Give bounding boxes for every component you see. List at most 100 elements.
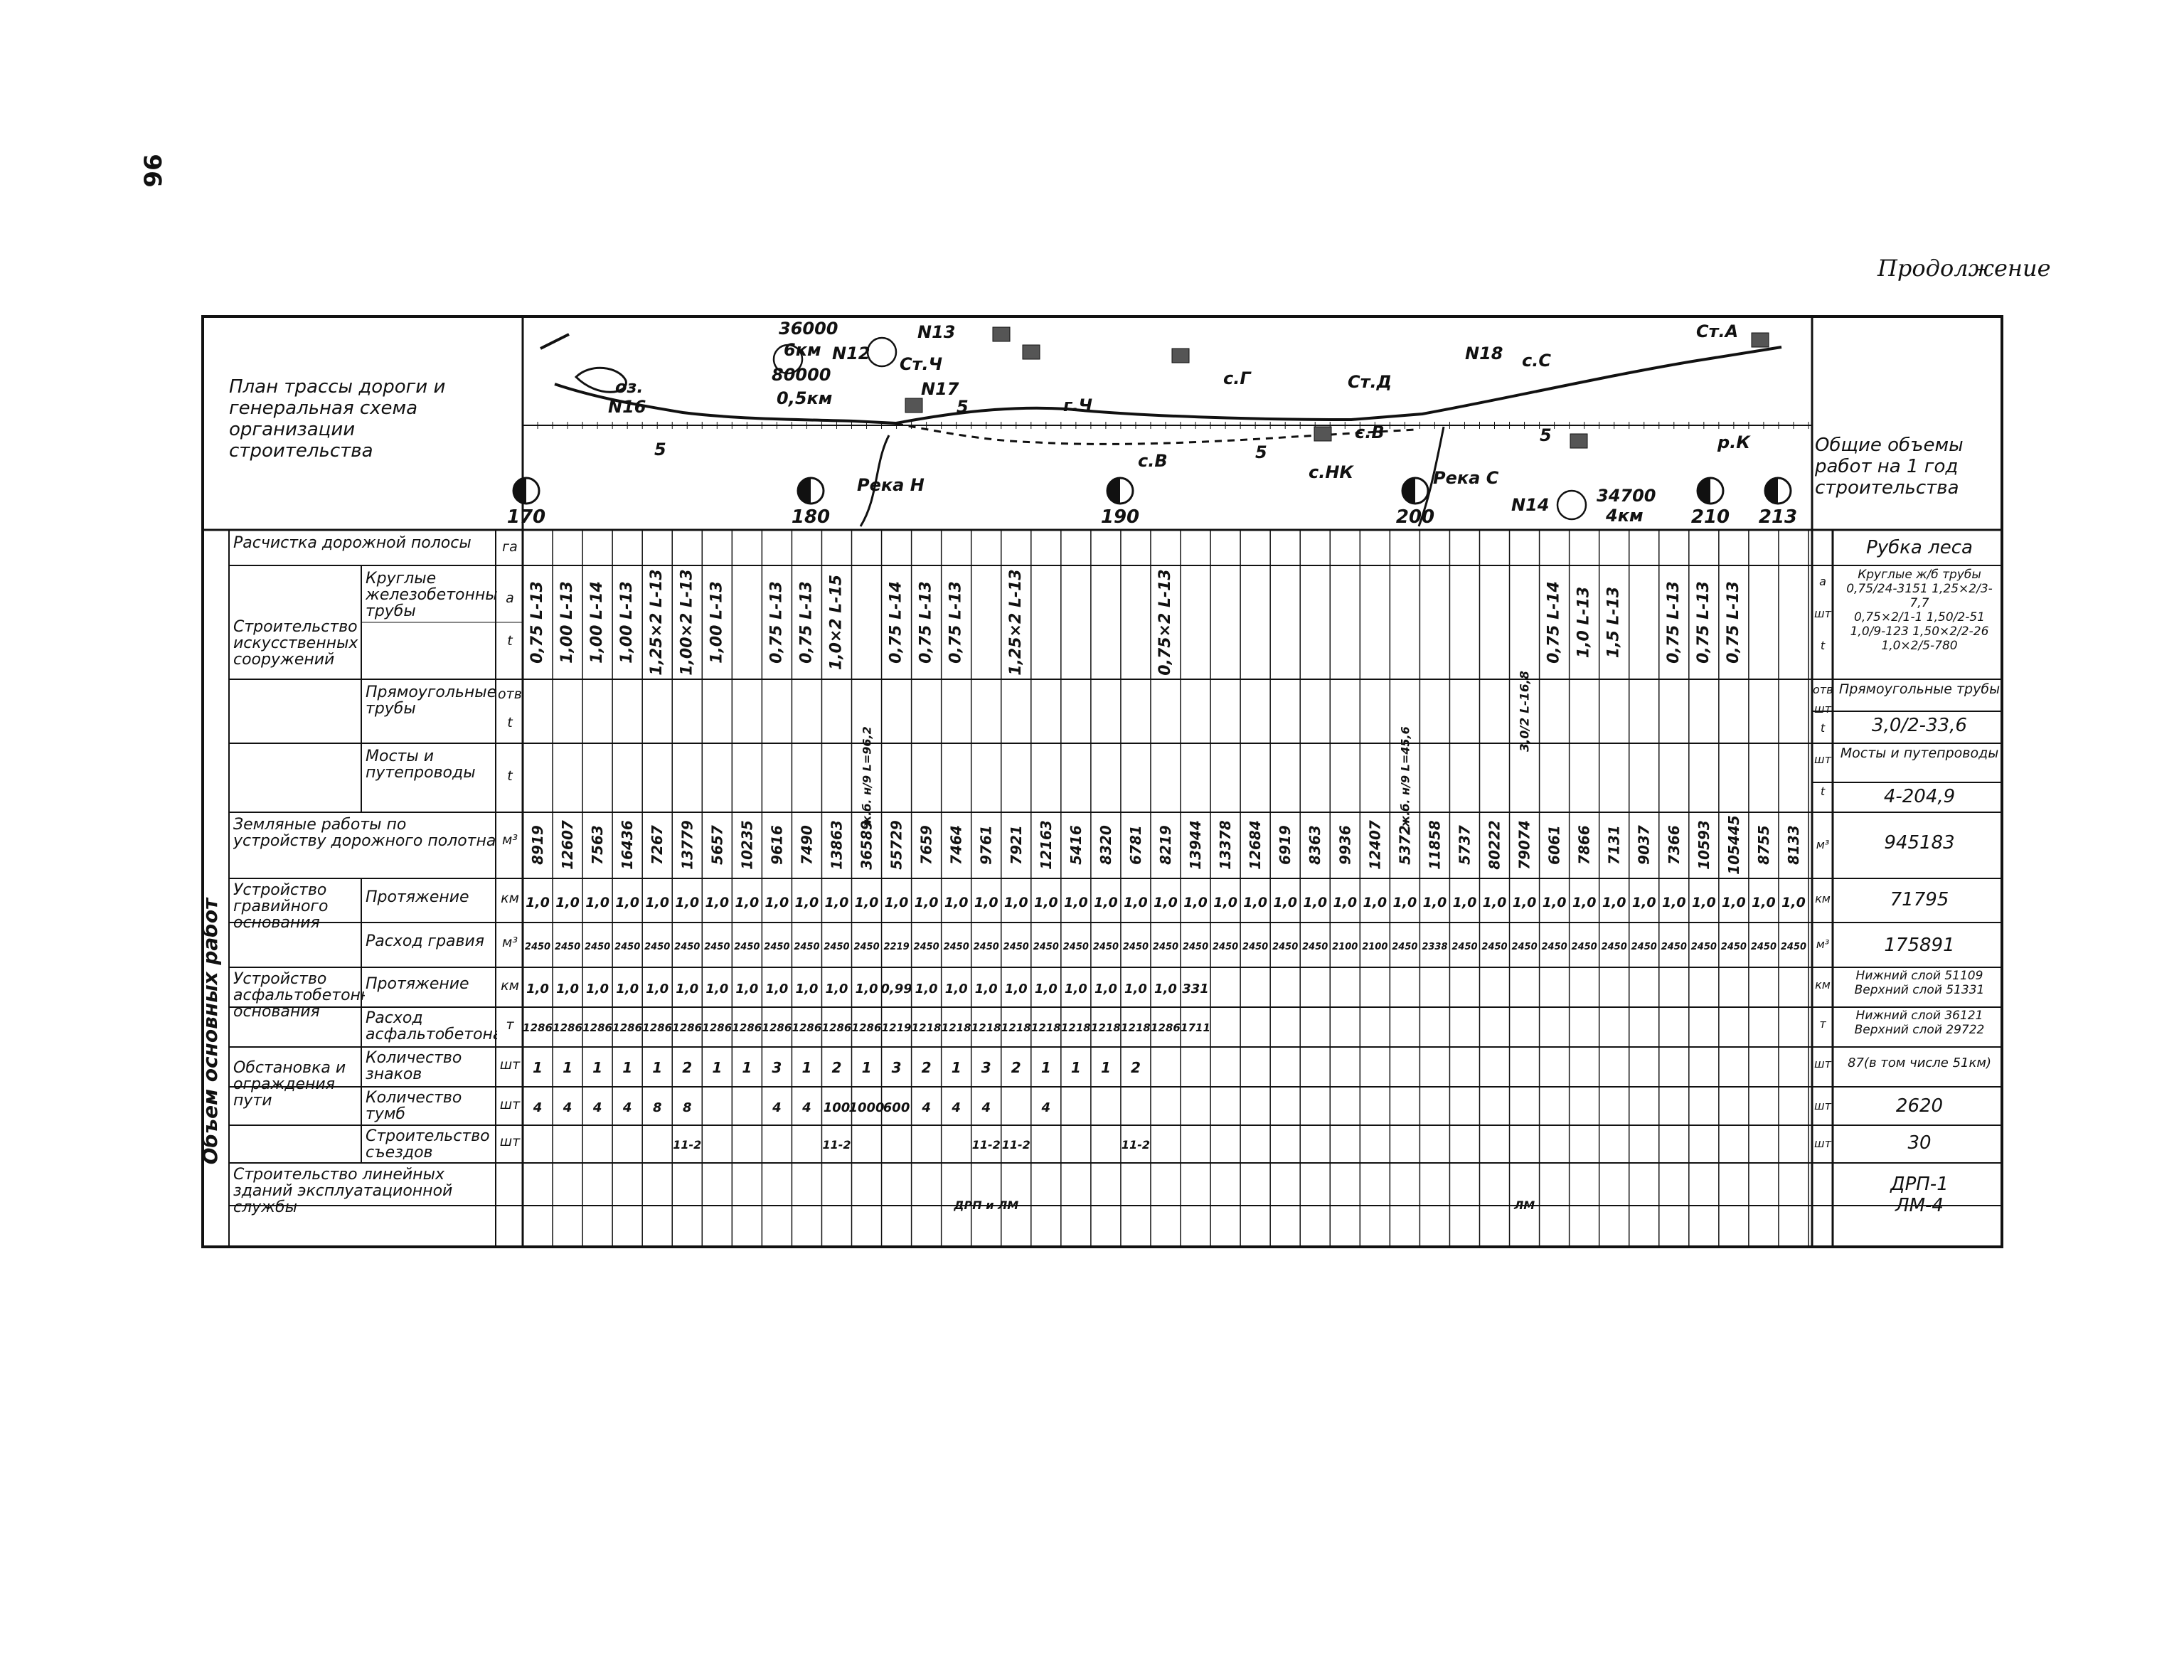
unit-clearing: га: [502, 539, 518, 555]
total-signs: 87(в том числе 51км): [1848, 1056, 1991, 1070]
gravel-use-cell: 2450: [644, 942, 670, 952]
total-rect-head: Прямоугольные трубы: [1838, 681, 2001, 697]
posts-cell: 100: [824, 1100, 851, 1115]
exits-cell: 11-2: [972, 1138, 1001, 1152]
gravel-use-cell: 2450: [555, 942, 580, 952]
gravel-len-cell: 1,0: [1094, 895, 1118, 910]
asph-use-cell: 1286: [582, 1021, 612, 1034]
earthworks-cell: 5737: [1456, 825, 1473, 865]
asph-len-cell: 1,0: [765, 982, 788, 996]
asph-len-cell: 1,0: [856, 982, 878, 996]
gravel-use-cell: 2450: [1003, 942, 1029, 952]
km-marker-213: [1764, 477, 1792, 505]
gravel-use-cell: 2450: [734, 942, 760, 952]
gravel-len-cell: 1,0: [585, 895, 609, 910]
asph-use-cell: 1286: [822, 1021, 852, 1034]
plan-text: 5: [957, 397, 969, 417]
plan-text: Ст.Ч: [900, 354, 942, 374]
plan-totals-header: Общие объемы работ на 1 год строительств…: [1815, 435, 1964, 499]
gravel-len-cell: 1,0: [1124, 895, 1148, 910]
plan-text: N12: [832, 344, 870, 363]
plan-text: N13: [917, 322, 955, 342]
gravel-use-cell: 2450: [525, 942, 550, 952]
posts-cell: 600: [883, 1100, 910, 1115]
plan-text: с.Г: [1223, 368, 1252, 388]
earthworks-cell: 12684: [1247, 820, 1264, 870]
asph-use-cell: 1286: [672, 1021, 702, 1034]
gravel-use-cell: 2450: [704, 942, 730, 952]
gravel-len-cell: 1,0: [1662, 895, 1686, 910]
signs-cell: 1: [712, 1059, 722, 1076]
signs-cell: 3: [772, 1059, 782, 1076]
round-pipe-cell: 0,75 L-13: [797, 581, 815, 664]
round-pipe-cell: 1,00 L-14: [588, 581, 606, 664]
plan-text: 0,5км: [777, 388, 832, 408]
gravel-len-cell: 1,0: [675, 895, 699, 910]
earthworks-cell: 8363: [1306, 825, 1323, 865]
plan-text: 4км: [1605, 506, 1644, 526]
total-unit-ause: т: [1819, 1017, 1826, 1031]
gravel-use-cell: 2450: [764, 942, 789, 952]
gravel-use-cell: 2450: [1302, 942, 1328, 952]
km-label: 190: [1101, 506, 1139, 528]
total-unit-bridges-0: шт: [1814, 753, 1831, 766]
row-label-exits: Строительство съездов: [366, 1128, 490, 1162]
gravel-len-cell: 1,0: [735, 895, 760, 910]
round-pipe-cell: 0,75 L-13: [767, 581, 785, 664]
bridge-cell: ж.б. н/9 L=96,2: [861, 726, 874, 828]
signs-cell: 1: [533, 1059, 543, 1076]
signs-cell: 1: [742, 1059, 752, 1076]
building-icon: [905, 398, 923, 413]
gravel-use-cell: 2450: [1242, 942, 1268, 952]
round-pipe-cell: 1,00×2 L-13: [678, 569, 696, 675]
earthworks-cell: 13779: [678, 820, 696, 870]
round-pipe-cell: 0,75 L-13: [947, 581, 965, 664]
plan-text: 6км: [784, 340, 821, 360]
earthworks-cell: 9761: [978, 825, 995, 865]
asph-use-cell: 1286: [553, 1021, 582, 1034]
posts-cell: 4: [622, 1100, 632, 1115]
total-unit-round-2: t: [1820, 639, 1826, 652]
total-buildings: ДРП-1 ЛМ-4: [1890, 1174, 1949, 1216]
gravel-use-cell: 2450: [674, 942, 700, 952]
row-label-gravel-use: Расход гравия: [366, 933, 485, 950]
earthworks-cell: 7267: [649, 825, 666, 865]
continuation-caption: Продолжение: [1877, 255, 2051, 282]
posts-cell: 8: [683, 1100, 692, 1115]
earthworks-cell: 7366: [1666, 825, 1683, 865]
round-pipe-cell: 1,25×2 L-13: [1007, 569, 1025, 675]
gravel-use-cell: 2450: [1451, 942, 1477, 952]
gravel-use-cell: 2450: [1481, 942, 1507, 952]
km-marker-180: [797, 477, 825, 505]
round-pipe-cell: 1,5 L-13: [1605, 587, 1623, 658]
asph-use-cell: 1286: [523, 1021, 553, 1034]
gravel-use-cell: 2450: [1572, 942, 1597, 952]
bridge-cell: ж.б. н/9 L=45,6: [1398, 726, 1412, 828]
gravel-use-cell: 2450: [1511, 942, 1537, 952]
gravel-len-cell: 1,0: [1154, 895, 1178, 910]
posts-cell: 4: [592, 1100, 602, 1115]
round-pipe-cell: 1,00 L-13: [708, 581, 725, 664]
asph-use-cell: 1218: [912, 1021, 942, 1034]
round-pipe-cell: 0,75×2 L-13: [1156, 569, 1174, 675]
gravel-use-cell: 2450: [1751, 942, 1777, 952]
gravel-len-cell: 1,0: [1363, 895, 1387, 910]
unit-posts: шт: [499, 1097, 521, 1112]
earthworks-cell: 9616: [768, 825, 785, 865]
signs-cell: 1: [952, 1059, 962, 1076]
round-pipe-cell: 0,75 L-14: [888, 581, 905, 664]
km-label: 200: [1396, 506, 1434, 528]
gravel-len-cell: 1,0: [1213, 895, 1237, 910]
gravel-len-cell: 1,0: [1034, 895, 1058, 910]
gravel-len-cell: 1,0: [974, 895, 998, 910]
earthworks-cell: 6781: [1127, 825, 1144, 865]
total-round-pipes: Круглые ж/б трубы 0,75/24-3151 1,25×2/3-…: [1846, 568, 1993, 653]
total-unit-rect-0: отв: [1813, 683, 1833, 696]
earthworks-cell: 36589: [858, 820, 875, 870]
unit-rect-b: t: [507, 715, 513, 730]
asph-use-cell: 1286: [792, 1021, 822, 1034]
signs-cell: 1: [1041, 1059, 1051, 1076]
round-pipe-cell: 0,75 L-13: [1665, 581, 1683, 664]
buildings-cell: ЛМ: [1513, 1198, 1535, 1212]
